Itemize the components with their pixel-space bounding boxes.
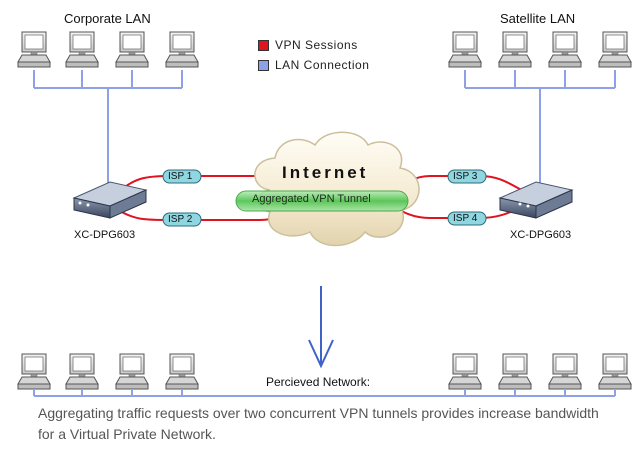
computer-icon [548, 353, 582, 390]
computer-icon [17, 31, 51, 68]
isp-pill-2 [162, 212, 202, 227]
computer-icon [165, 31, 199, 68]
isp-pills [162, 169, 487, 227]
corporate-lan-links [33, 70, 183, 186]
computer-icon [448, 353, 482, 390]
computer-icon [598, 353, 632, 390]
legend-lan-connection: LAN Connection [258, 58, 369, 72]
satellite-lan-title: Satellite LAN [500, 11, 576, 26]
computer-icon [448, 31, 482, 68]
legend-label-vpn: VPN Sessions [275, 38, 358, 52]
internet-label: Internet [282, 163, 369, 182]
computer-icon [17, 353, 51, 390]
computer-icon [65, 353, 99, 390]
isp-label-1: ISP 1 [168, 171, 193, 182]
isp-pill-3 [447, 169, 487, 184]
corporate-lan-title: Corporate LAN [64, 11, 151, 26]
computer-icon [498, 31, 532, 68]
tunnel-label: Aggregated VPN Tunnel [252, 193, 371, 205]
legend-vpn-sessions: VPN Sessions [258, 38, 358, 52]
legend-swatch-lan [258, 59, 269, 71]
vpn-tunnel [235, 190, 409, 212]
router-right-label: XC-DPG603 [510, 229, 572, 241]
internet-cloud [254, 131, 420, 247]
computers [17, 31, 632, 390]
down-arrow-icon [308, 286, 334, 369]
computer-icon [165, 353, 199, 390]
legend-label-lan: LAN Connection [275, 58, 370, 72]
computer-icon [598, 31, 632, 68]
computer-icon [115, 353, 149, 390]
isp-label-2: ISP 2 [168, 214, 193, 225]
isp-label-4: ISP 4 [453, 213, 478, 224]
computer-icon [498, 353, 532, 390]
diagram-caption: Aggregating traffic requests over two co… [38, 405, 599, 442]
router-left-icon [72, 181, 148, 219]
router-right-icon [498, 181, 574, 219]
router-left-label: XC-DPG603 [74, 229, 136, 241]
computer-icon [115, 31, 149, 68]
perceived-lan-links [33, 390, 616, 397]
isp-pill-4 [447, 211, 487, 226]
computer-icon [548, 31, 582, 68]
isp-pill-1 [162, 169, 202, 184]
computer-icon [65, 31, 99, 68]
isp-label-3: ISP 3 [453, 171, 478, 182]
perceived-network-label: Percieved Network: [266, 375, 371, 389]
legend-swatch-vpn [258, 39, 269, 51]
satellite-lan-links [464, 70, 616, 186]
